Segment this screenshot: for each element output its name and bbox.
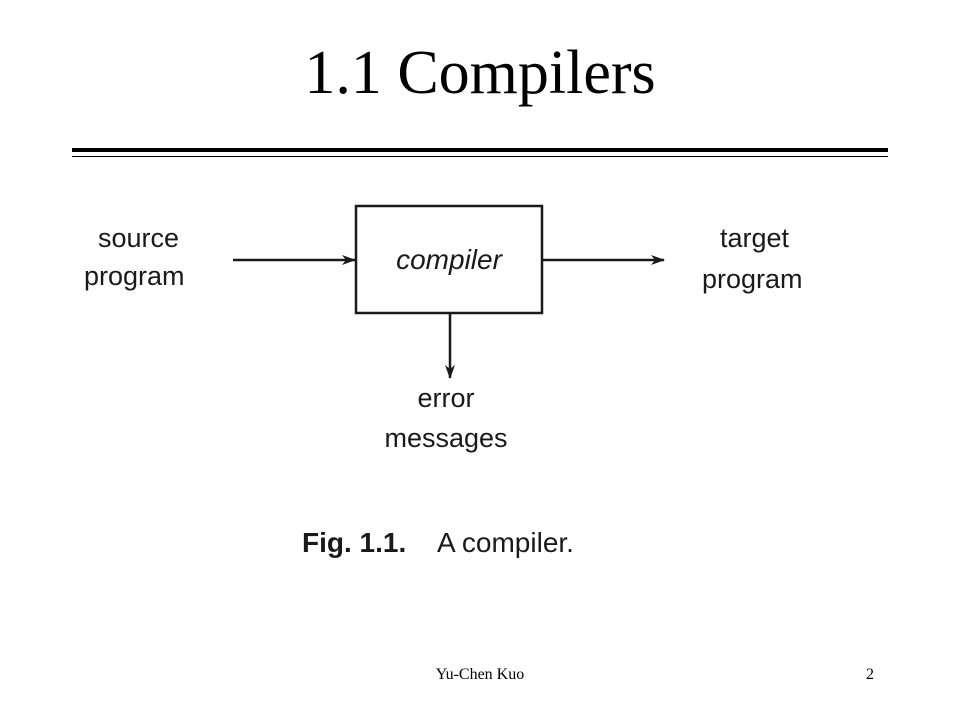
slide-title: 1.1 Compilers <box>304 39 656 107</box>
footer-page-number: 2 <box>866 666 874 683</box>
input-label-line1: source <box>98 223 179 253</box>
compiler-box-label: compiler <box>396 244 503 275</box>
title-rule-thin <box>72 156 888 157</box>
output-label-line2: program <box>702 264 803 294</box>
footer-author: Yu-Chen Kuo <box>435 666 525 683</box>
figure-caption-label: Fig. 1.1. <box>302 527 406 558</box>
title-rule-thick <box>72 148 888 152</box>
output-label-line1: target <box>720 223 790 253</box>
figure-caption-text: A compiler. <box>437 527 574 558</box>
input-label-line2: program <box>84 261 185 291</box>
error-label-line1: error <box>417 383 474 413</box>
error-label-line2: messages <box>384 423 507 453</box>
